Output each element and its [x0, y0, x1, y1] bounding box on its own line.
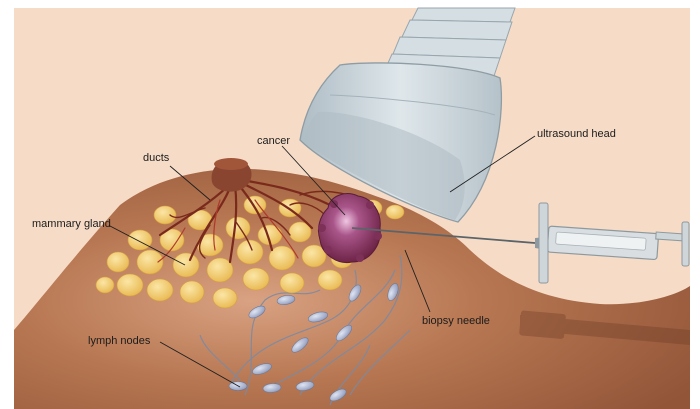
label-lymph-nodes: lymph nodes: [88, 336, 150, 347]
label-mammary-gland: mammary gland: [32, 219, 111, 230]
label-ducts: ducts: [143, 153, 169, 164]
label-ultrasound-head: ultrasound head: [537, 129, 616, 140]
label-cancer: cancer: [257, 136, 290, 147]
label-biopsy-needle: biopsy needle: [422, 316, 490, 327]
nipple: [212, 158, 252, 192]
